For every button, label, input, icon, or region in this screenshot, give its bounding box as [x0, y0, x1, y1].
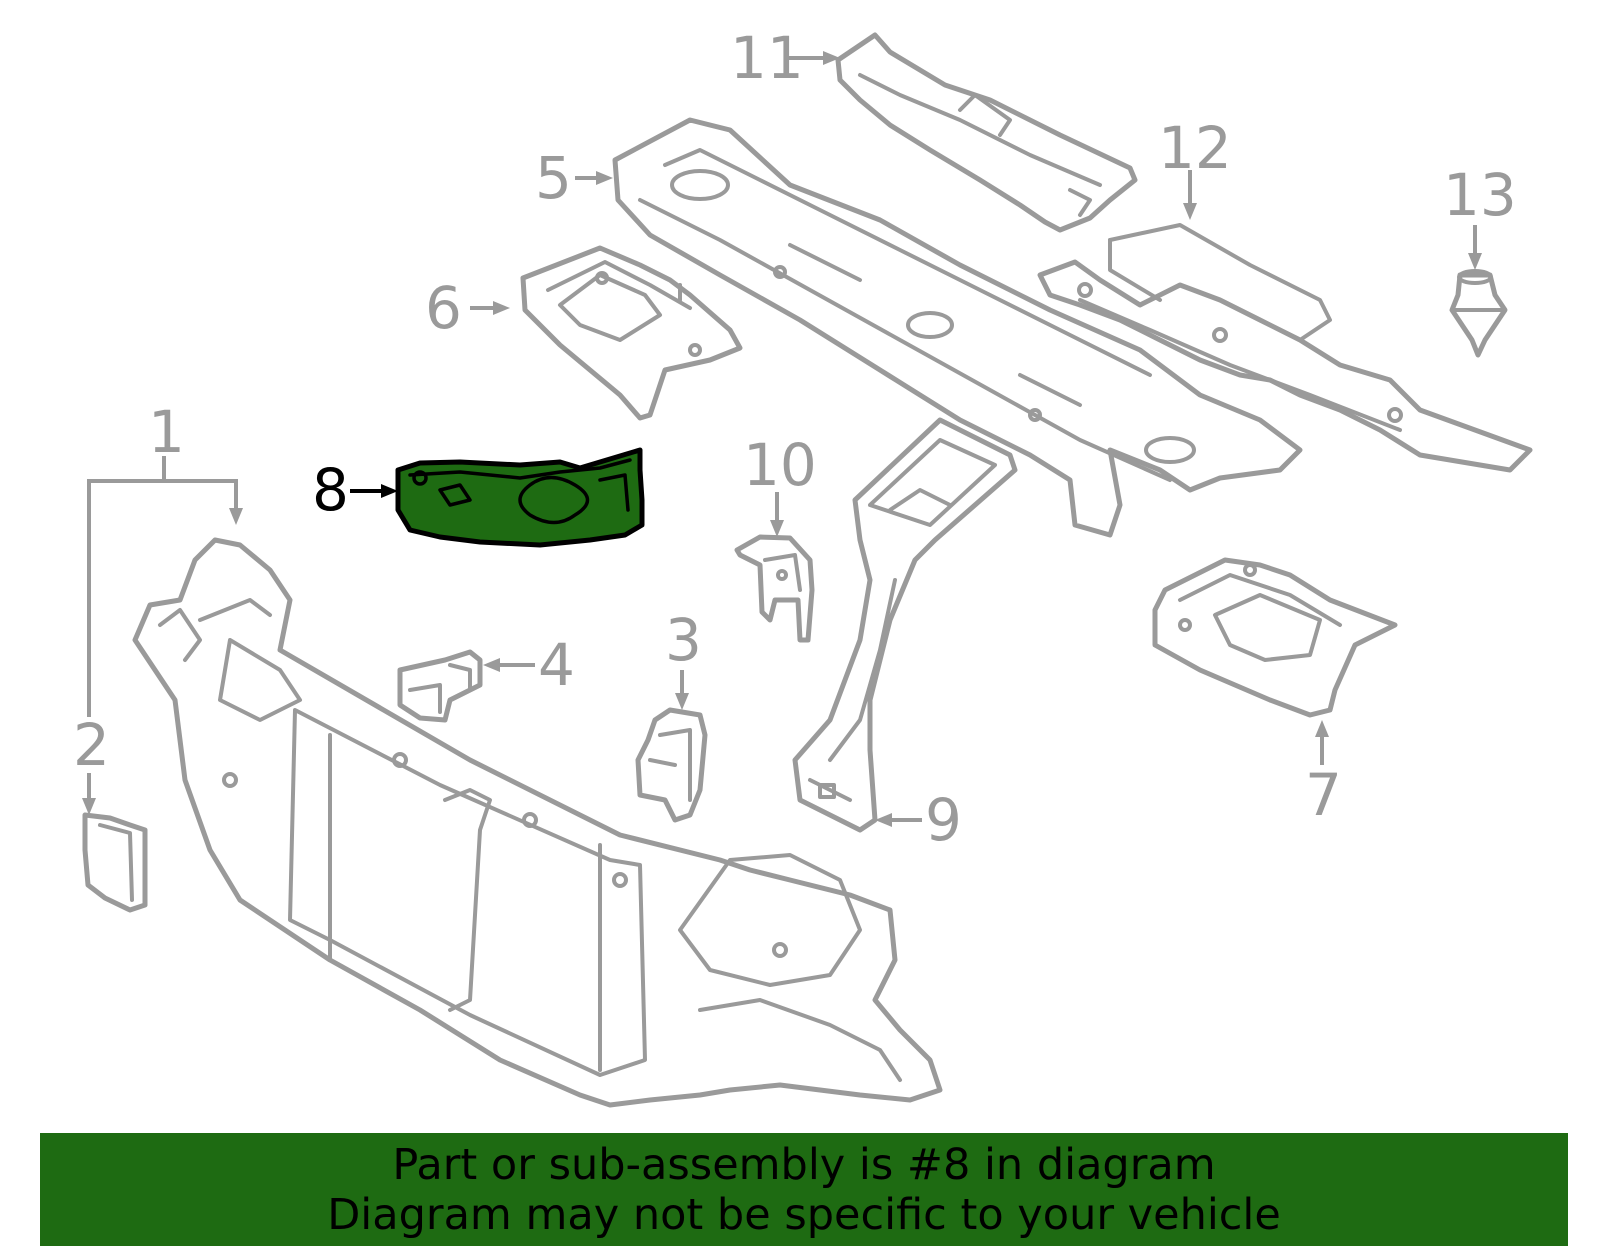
banner-line-part: Part or sub-assembly is #8 in diagram [392, 1139, 1216, 1190]
part-9-vertical-support [792, 417, 1018, 833]
part-4-clip-block [397, 649, 483, 723]
callout-13: 13 [1443, 161, 1517, 229]
callout-leaders [82, 51, 1482, 827]
callout-4: 4 [538, 631, 575, 699]
callout-2: 2 [73, 711, 110, 779]
callout-labels: 11 5 12 13 6 1 8 10 4 3 2 7 9 [73, 24, 1517, 854]
part-3-vertical-bracket [635, 707, 708, 823]
part-7-plate-bracket [1152, 557, 1398, 718]
part-10-small-bracket [734, 534, 815, 643]
part-6-plate-bracket [520, 245, 743, 421]
callout-5: 5 [535, 144, 572, 212]
callout-11: 11 [730, 24, 804, 92]
callout-8: 8 [312, 456, 349, 524]
callout-12: 12 [1158, 114, 1232, 182]
callout-9: 9 [925, 786, 962, 854]
banner-line-disclaimer: Diagram may not be specific to your vehi… [327, 1189, 1281, 1240]
part-13-clip [1449, 269, 1508, 358]
part-1-radiator-support [132, 537, 943, 1108]
part-11-upper-bracket [835, 32, 1138, 233]
callout-10: 10 [743, 431, 817, 499]
part-8-highlighted[interactable] [395, 447, 645, 548]
callout-3: 3 [665, 606, 702, 674]
part-2-cap [82, 812, 148, 913]
callout-6: 6 [425, 274, 462, 342]
callout-1: 1 [148, 398, 185, 466]
info-banner: Part or sub-assembly is #8 in diagram Di… [40, 1133, 1568, 1246]
callout-7: 7 [1305, 761, 1342, 829]
part-5-support-bar [612, 117, 1303, 538]
part-12-long-bracket [1037, 223, 1533, 473]
